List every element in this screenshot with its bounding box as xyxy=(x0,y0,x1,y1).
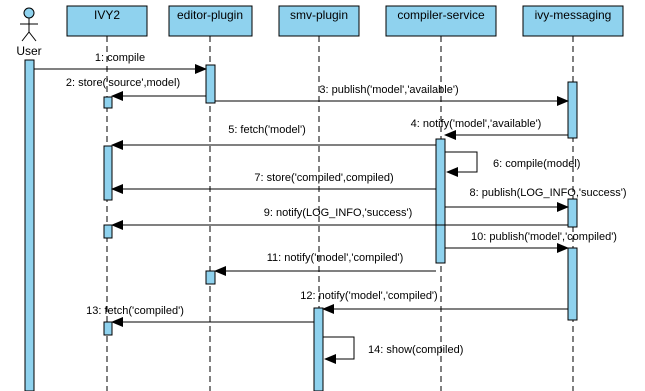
participant-editor-plugin: editor-plugin xyxy=(168,5,253,37)
message-10: 10: publish('model','compiled') xyxy=(445,231,617,253)
actor-label: User xyxy=(16,44,41,58)
message-label: 4: notify('model','available') xyxy=(411,118,542,130)
message-label: 14: show(compiled) xyxy=(368,344,463,356)
participant-compiler-service: compiler-service xyxy=(385,5,497,37)
message-4: 4: notify('model','available') xyxy=(411,118,568,140)
activation-ivy2-1 xyxy=(103,96,113,109)
message-9: 9: notify(LOG_INFO,'success') xyxy=(111,207,568,230)
activation-editor-1 xyxy=(205,64,216,104)
message-8: 8: publish(LOG_INFO,'success') xyxy=(445,187,627,212)
participant-label: IVY2 xyxy=(94,8,120,22)
message-1: 1: compile xyxy=(34,52,207,74)
activation-ivy2-4 xyxy=(103,321,113,336)
activation-user xyxy=(24,59,35,391)
stick-figure-icon xyxy=(20,7,38,42)
participant-ivy2: IVY2 xyxy=(66,5,148,37)
participant-label: compiler-service xyxy=(397,8,485,22)
message-label: 9: notify(LOG_INFO,'success') xyxy=(264,207,412,219)
activation-compiler-1 xyxy=(435,138,446,264)
message-label: 5: fetch('model') xyxy=(228,124,306,136)
message-12: 12: notify('model','compiled') xyxy=(300,290,568,314)
message-5: 5: fetch('model') xyxy=(111,124,436,150)
message-2: 2: store('source',model) xyxy=(66,77,206,101)
message-label: 2: store('source',model) xyxy=(66,77,180,89)
message-label: 7: store('compiled',compiled) xyxy=(254,172,393,184)
user-actor: User xyxy=(16,7,42,58)
participant-smv-plugin: smv-plugin xyxy=(278,5,360,37)
message-14: 14: show(compiled) xyxy=(323,336,463,364)
participant-label: ivy-messaging xyxy=(535,8,612,22)
message-11: 11: notify('model','compiled') xyxy=(214,252,436,276)
message-label: 8: publish(LOG_INFO,'success') xyxy=(469,187,626,199)
activation-messaging-3 xyxy=(567,247,578,321)
message-13: 13: fetch('compiled') xyxy=(86,305,314,327)
message-label: 11: notify('model','compiled') xyxy=(267,252,404,264)
participant-label: smv-plugin xyxy=(290,8,348,22)
message-label: 3: publish('model','available') xyxy=(319,84,458,96)
activation-smv-1 xyxy=(313,307,324,391)
activation-messaging-1 xyxy=(567,81,578,139)
activation-messaging-2 xyxy=(567,198,578,228)
activation-ivy2-3 xyxy=(103,224,113,239)
participant-ivy-messaging: ivy-messaging xyxy=(522,5,624,37)
message-label: 6: compile(model) xyxy=(493,158,580,170)
message-7: 7: store('compiled',compiled) xyxy=(111,172,436,194)
activation-ivy2-2 xyxy=(103,145,113,201)
participant-label: editor-plugin xyxy=(177,8,243,22)
message-6: 6: compile(model) xyxy=(445,151,580,177)
message-label: 10: publish('model','compiled') xyxy=(471,231,617,243)
message-label: 13: fetch('compiled') xyxy=(86,305,184,317)
message-label: 1: compile xyxy=(95,52,145,64)
activation-editor-2 xyxy=(205,270,216,285)
message-3: 3: publish('model','available') xyxy=(215,84,569,106)
message-label: 12: notify('model','compiled') xyxy=(300,290,437,302)
